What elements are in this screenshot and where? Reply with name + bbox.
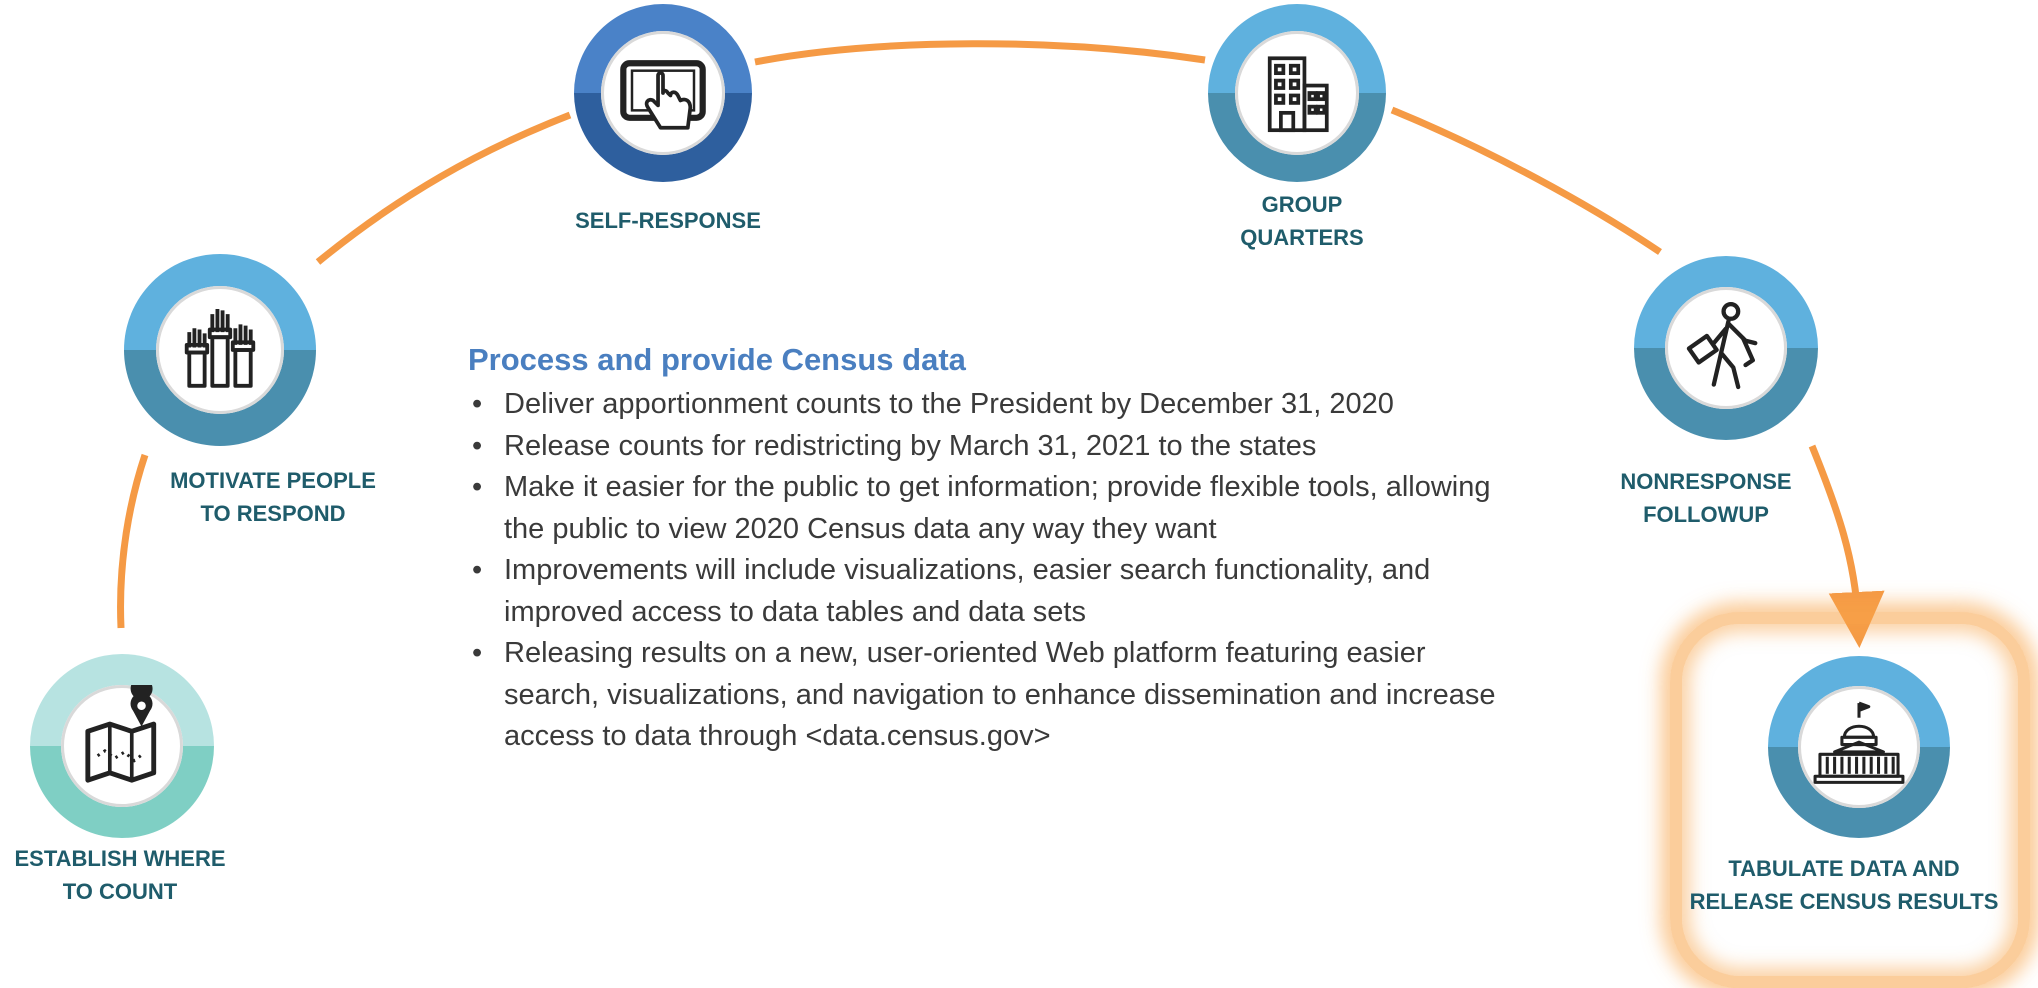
arc-segment-establish-motivate (117, 453, 149, 629)
step-label: NONRESPONSE FOLLOWUP (1620, 469, 1792, 527)
step-label: GROUP QUARTERS (1240, 192, 1364, 250)
bullet-item: Release counts for redistricting by Marc… (468, 426, 1518, 468)
walking-enumerator-icon (1665, 287, 1787, 409)
step-label: ESTABLISH WHERE TO COUNT (14, 846, 226, 904)
bullet-item: Releasing results on a new, user-oriente… (468, 633, 1518, 758)
bullet-item: Make it easier for the public to get inf… (468, 467, 1518, 550)
step-label: MOTIVATE PEOPLE TO RESPOND (170, 468, 376, 526)
building-icon (1235, 31, 1359, 155)
arc-segment-group-nonresponse (1390, 106, 1662, 255)
arc-segment-motivate-self (315, 111, 572, 265)
bullet-item: Improvements will include visualizations… (468, 550, 1518, 633)
map-pin-icon (61, 685, 183, 807)
bullet-item: Deliver apportionment counts to the Pres… (468, 384, 1518, 426)
panel-heading: Process and provide Census data (468, 342, 966, 377)
arc-segment-nonresponse-tabulate (1808, 444, 1885, 648)
bullet-list: Deliver apportionment counts to the Pres… (468, 384, 1518, 758)
capitol-building-icon (1798, 686, 1920, 808)
raised-hands-icon (156, 286, 284, 414)
info-panel: Process and provide Census data Deliver … (468, 342, 1518, 758)
step-label: SELF-RESPONSE (575, 208, 761, 233)
highlight-glow (1670, 612, 2030, 988)
touchscreen-tap-icon (601, 31, 725, 155)
arc-segment-self-group (754, 40, 1206, 66)
step-label: TABULATE DATA AND RELEASE CENSUS RESULTS (1689, 856, 1999, 914)
